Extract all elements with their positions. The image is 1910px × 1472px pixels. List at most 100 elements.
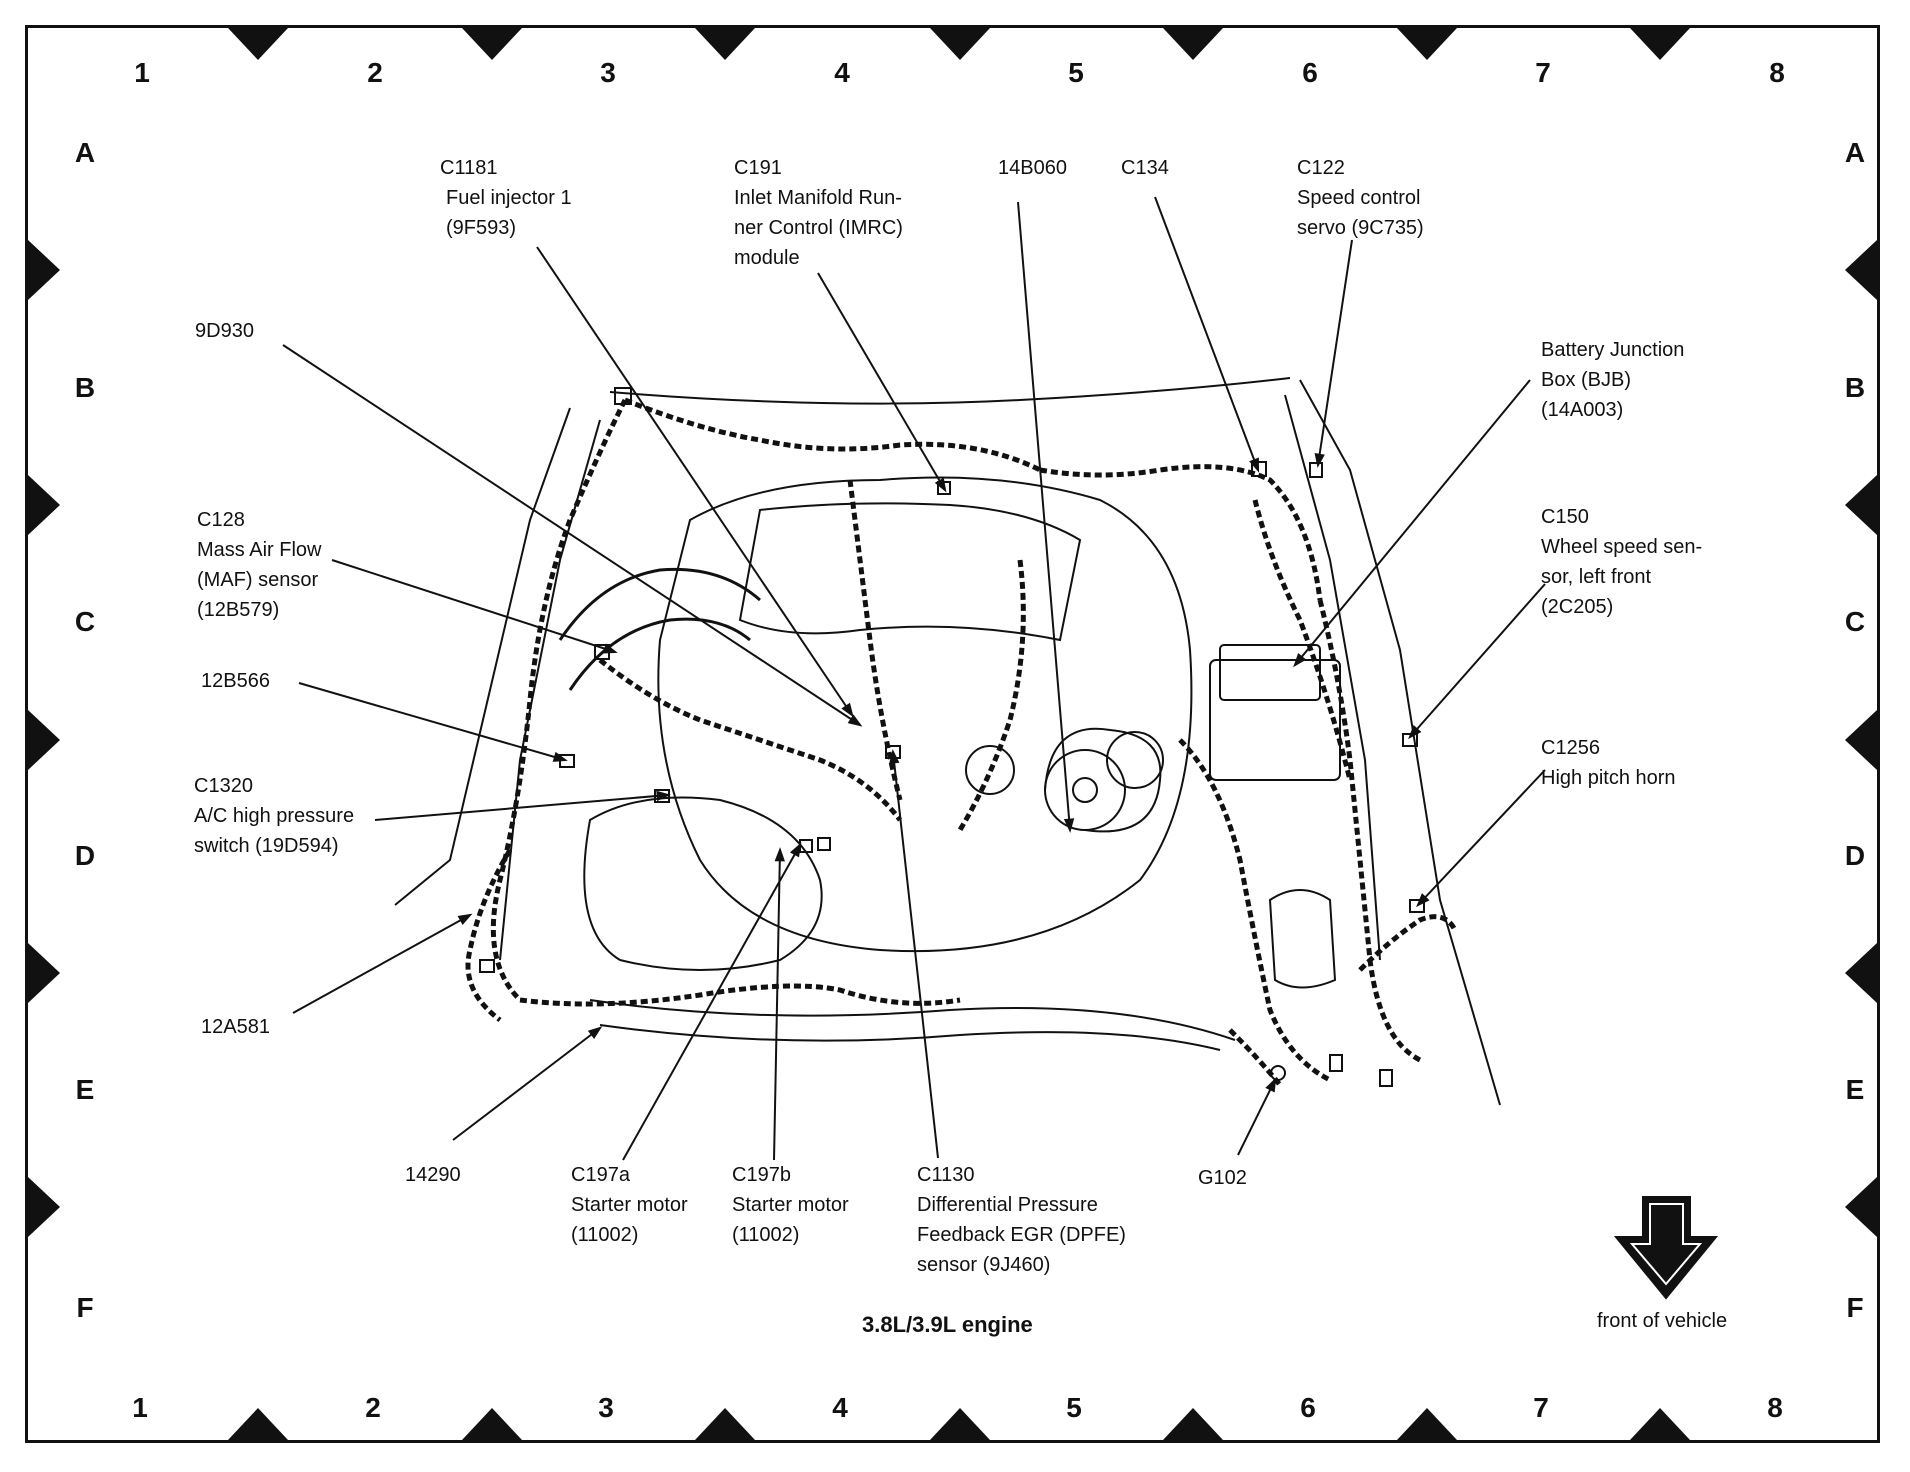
- marker-right-5: [1845, 1177, 1877, 1237]
- marker-left-5: [28, 1177, 60, 1237]
- marker-bottom-6: [1397, 1408, 1457, 1440]
- grid-row-left-E: E: [75, 1074, 95, 1105]
- hood-edge: [609, 377, 1291, 405]
- marker-top-3: [695, 28, 755, 60]
- diagram-frame: [25, 25, 1880, 1443]
- marker-left-2: [28, 475, 60, 535]
- grid-column-top-6: 6: [1302, 57, 1318, 88]
- grid-column-bottom-2: 2: [365, 1392, 381, 1423]
- grid-row-left-D: D: [74, 840, 96, 871]
- leader-line-c128: [331, 559, 616, 653]
- right-fender-inner: [1284, 394, 1381, 961]
- leader-line-9d930: [282, 344, 861, 726]
- left-fender-inner: [499, 419, 601, 961]
- marker-top-6: [1397, 28, 1457, 60]
- leader-line-c197b: [773, 849, 781, 1161]
- marker-top-7: [1630, 28, 1690, 60]
- left-fender: [394, 407, 571, 906]
- label-14290: 14290: [405, 1164, 461, 1186]
- grid-row-right-E: E: [1845, 1074, 1865, 1105]
- marker-left-1: [28, 240, 60, 300]
- grid-row-left-C: C: [74, 606, 96, 637]
- diagram-caption: 3.8L/3.9L engine: [862, 1312, 1033, 1337]
- leader-line-g102: [1237, 1079, 1276, 1156]
- marker-right-1: [1845, 240, 1877, 300]
- reservoir: [1268, 889, 1337, 989]
- leader-line-c150: [1409, 583, 1546, 738]
- leader-line-12b566: [298, 682, 566, 761]
- marker-bottom-4: [930, 1408, 990, 1440]
- right-fender: [1299, 379, 1501, 1106]
- leader-arrow-c128: [602, 643, 618, 654]
- label-12b566: 12B566: [201, 670, 270, 692]
- pulley-1-hub: [1072, 777, 1098, 803]
- label-9d930: 9D930: [195, 320, 254, 342]
- leader-line-bjb: [1294, 379, 1531, 666]
- engine-illustration: [394, 377, 1501, 1106]
- leader-line-c191: [817, 272, 946, 491]
- grid-column-bottom-5: 5: [1066, 1392, 1082, 1423]
- grid-row-left-F: F: [76, 1292, 94, 1323]
- marker-right-2: [1845, 475, 1877, 535]
- intake-manifold: [738, 502, 1082, 642]
- pulley-2: [1106, 731, 1164, 789]
- leader-line-c197a: [622, 844, 801, 1161]
- leader-line-c1130: [892, 751, 939, 1159]
- grid-column-bottom-1: 1: [132, 1392, 148, 1423]
- grid-column-top-2: 2: [367, 57, 383, 88]
- leader-arrow-c150: [1408, 725, 1422, 740]
- grid-row-right-C: C: [1844, 606, 1866, 637]
- grid-column-top-4: 4: [834, 57, 850, 88]
- grid-column-bottom-8: 8: [1767, 1392, 1783, 1423]
- leader-line-c1256: [1417, 769, 1546, 906]
- marker-left-3: [28, 710, 60, 770]
- leader-lines: [282, 196, 1546, 1161]
- marker-top-2: [462, 28, 522, 60]
- grid-column-top-5: 5: [1068, 57, 1084, 88]
- air-intake-tube-2: [568, 617, 751, 691]
- marker-right-4: [1845, 943, 1877, 1003]
- leader-arrow-c1320: [656, 790, 671, 802]
- leader-arrow-c1181: [841, 702, 854, 718]
- front-of-vehicle-arrow: [1613, 1196, 1719, 1300]
- grid-row-right-D: D: [1844, 840, 1866, 871]
- grid-column-top-7: 7: [1535, 57, 1551, 88]
- leader-line-12a581: [292, 914, 471, 1014]
- marker-bottom-3: [695, 1408, 755, 1440]
- leader-arrow-bjb: [1293, 652, 1307, 668]
- battery-outline: [1209, 659, 1341, 781]
- pulley-1: [1044, 749, 1126, 831]
- air-intake-tube: [558, 567, 761, 641]
- radiator-support-2: [599, 1024, 1221, 1051]
- leader-arrow-c1130: [889, 749, 900, 764]
- leader-line-c134: [1154, 196, 1259, 471]
- grid-row-right-B: B: [1844, 372, 1866, 403]
- bjb-box: [1219, 644, 1321, 701]
- grid-column-top-3: 3: [600, 57, 616, 88]
- leader-arrow-14290: [587, 1026, 603, 1040]
- grid-column-bottom-6: 6: [1300, 1392, 1316, 1423]
- leader-arrow-9d930: [847, 714, 863, 727]
- front-of-vehicle-label: front of vehicle: [1597, 1310, 1728, 1332]
- leader-arrow-c197b: [774, 847, 785, 862]
- leader-arrow-c122: [1314, 453, 1325, 468]
- leader-arrow-12a581: [457, 913, 473, 926]
- grid-column-bottom-3: 3: [598, 1392, 614, 1423]
- grid-row-left-B: B: [74, 372, 96, 403]
- marker-left-4: [28, 943, 60, 1003]
- grid-column-bottom-7: 7: [1533, 1392, 1549, 1423]
- label-g102: G102: [1198, 1167, 1247, 1189]
- marker-bottom-7: [1630, 1408, 1690, 1440]
- front-of-vehicle-arrow-inner: [1629, 1203, 1703, 1286]
- leader-arrow-c191: [934, 477, 947, 493]
